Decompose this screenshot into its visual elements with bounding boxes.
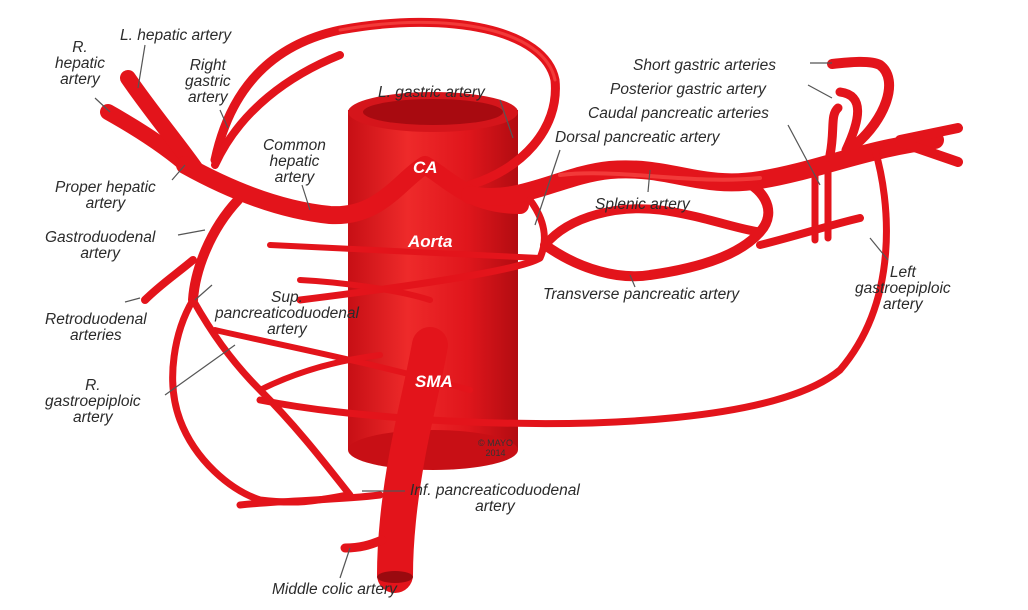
- label-r-hepatic-artery: R. hepatic artery: [55, 39, 105, 88]
- label-common-hepatic-artery: Common hepatic artery: [263, 137, 326, 186]
- label-inf-pancreaticoduodenal-artery: Inf. pancreaticoduodenal artery: [410, 482, 580, 515]
- label-caudal-pancreatic-arteries: Caudal pancreatic arteries: [588, 105, 769, 122]
- inf-pancreaticoduodenal-artery: [236, 491, 384, 509]
- copyright-line1: © MAYO: [478, 438, 513, 448]
- common-hepatic-artery: [176, 156, 529, 225]
- label-sup-pancreaticoduodenal-artery: Sup. pancreaticoduodenal artery: [215, 289, 359, 338]
- copyright: © MAYO 2014: [478, 438, 513, 458]
- splenic-artery: [461, 131, 944, 207]
- label-transverse-pancreatic-artery: Transverse pancreatic artery: [543, 286, 740, 303]
- label-middle-colic-artery: Middle colic artery: [272, 581, 397, 598]
- right-gastric-artery: [211, 51, 344, 169]
- copyright-line2: 2014: [485, 448, 506, 458]
- transverse-pancreatic-artery: [540, 175, 774, 282]
- label-short-gastric-arteries: Short gastric arteries: [633, 57, 776, 74]
- label-gastroduodenal-artery: Gastroduodenal artery: [45, 229, 156, 262]
- ca-label: CA: [413, 158, 438, 177]
- label-dorsal-pancreatic-artery: Dorsal pancreatic artery: [555, 129, 720, 146]
- short-gastric-arteries: [827, 56, 894, 150]
- label-l-hepatic-artery: L. hepatic artery: [120, 27, 232, 44]
- retroduodenal-arteries: [141, 256, 197, 304]
- label-retroduodenal-arteries: Retroduodenal arteries: [45, 311, 147, 344]
- posterior-gastric-artery: [835, 87, 863, 155]
- label-l-gastric-artery: L. gastric artery: [378, 84, 485, 101]
- sma-label: SMA: [415, 372, 453, 391]
- middle-colic-artery: [340, 535, 387, 553]
- label-r-gastroepiploic-artery: R. gastroepiploic artery: [45, 377, 141, 426]
- gastroduodenal-artery: [188, 195, 243, 305]
- label-splenic-artery: Splenic artery: [595, 196, 690, 213]
- caudal-pancreatic-arteries: [811, 161, 832, 244]
- label-right-gastric-artery: Right gastric artery: [185, 57, 231, 106]
- leader-lines: [94, 44, 889, 579]
- aorta-label: Aorta: [408, 232, 453, 251]
- label-left-gastroepiploic-artery: Left gastroepiploic artery: [855, 264, 951, 313]
- left-gastroepiploic-artery: [256, 146, 890, 427]
- label-proper-hepatic-artery: Proper hepatic artery: [55, 179, 156, 212]
- label-posterior-gastric-artery: Posterior gastric artery: [610, 81, 766, 98]
